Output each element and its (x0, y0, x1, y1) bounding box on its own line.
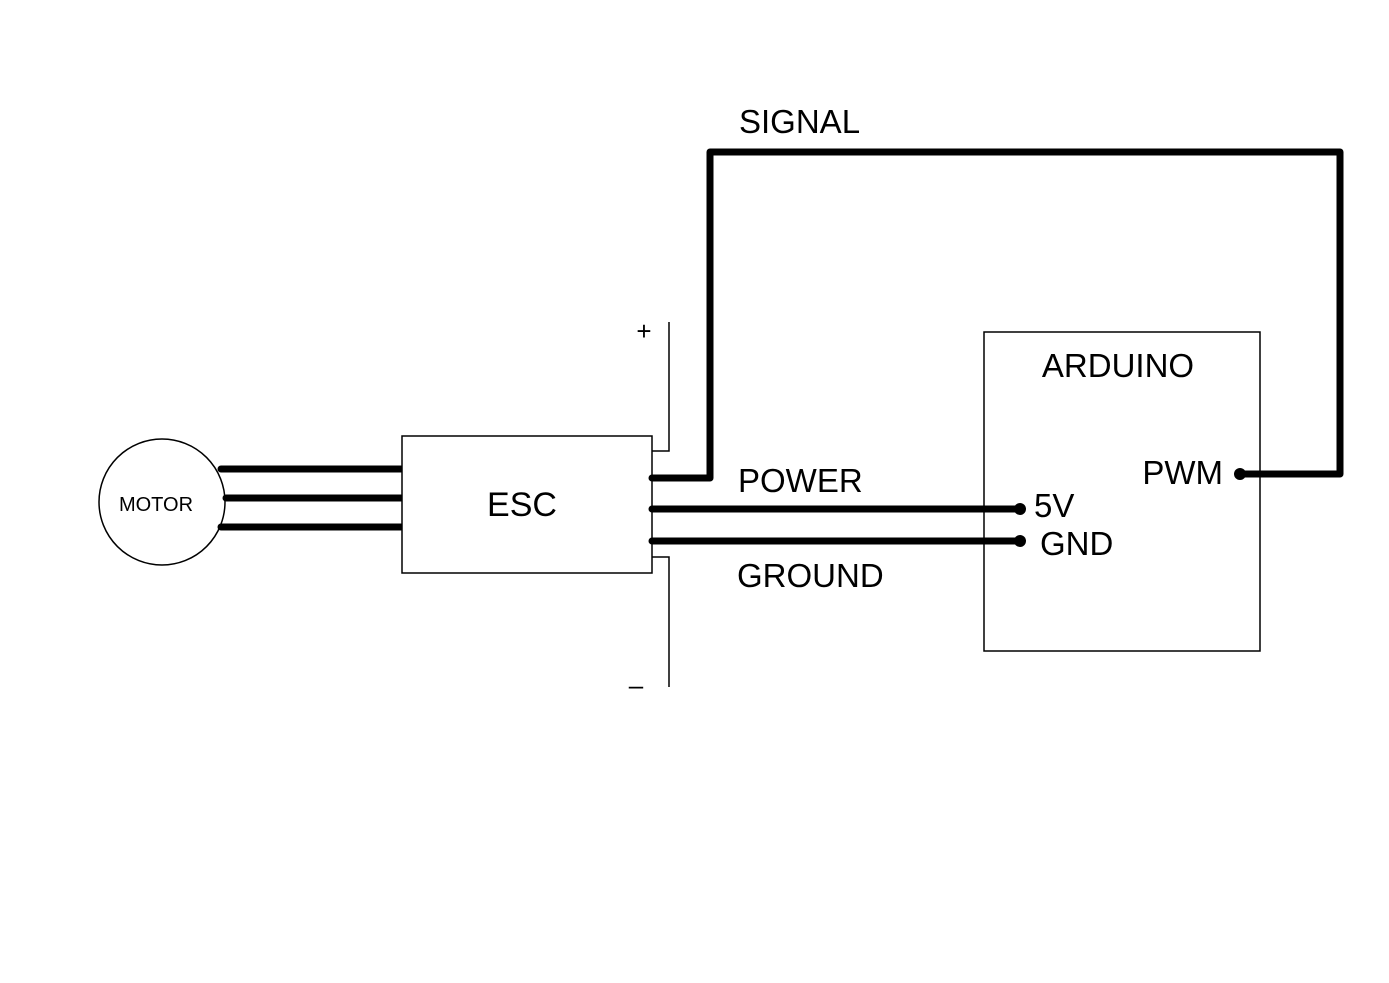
signal-wire-label: SIGNAL (739, 103, 860, 140)
motor-circle (98, 438, 226, 566)
signal-wire (648, 148, 1344, 482)
battery-negative-lead (652, 556, 670, 687)
arduino-label: ARDUINO (1042, 347, 1194, 384)
pwm-pin-label: PWM (1142, 454, 1223, 491)
ground-wire-label: GROUND (737, 557, 884, 594)
gnd-pin-dot (1014, 535, 1026, 547)
esc-label: ESC (487, 486, 557, 524)
battery-minus-label: – (629, 670, 644, 700)
battery-plus-label: + (636, 316, 651, 346)
gnd-pin-label: GND (1040, 525, 1113, 562)
power-wire-label: POWER (738, 462, 863, 499)
esc-box (401, 435, 653, 574)
motor-label: MOTOR (119, 494, 193, 516)
battery-positive-lead (652, 322, 670, 452)
arduino-box (983, 331, 1261, 652)
pwm-pin-dot (1234, 468, 1246, 480)
five-v-pin-dot (1014, 503, 1026, 515)
five-v-pin-label: 5V (1034, 487, 1074, 524)
